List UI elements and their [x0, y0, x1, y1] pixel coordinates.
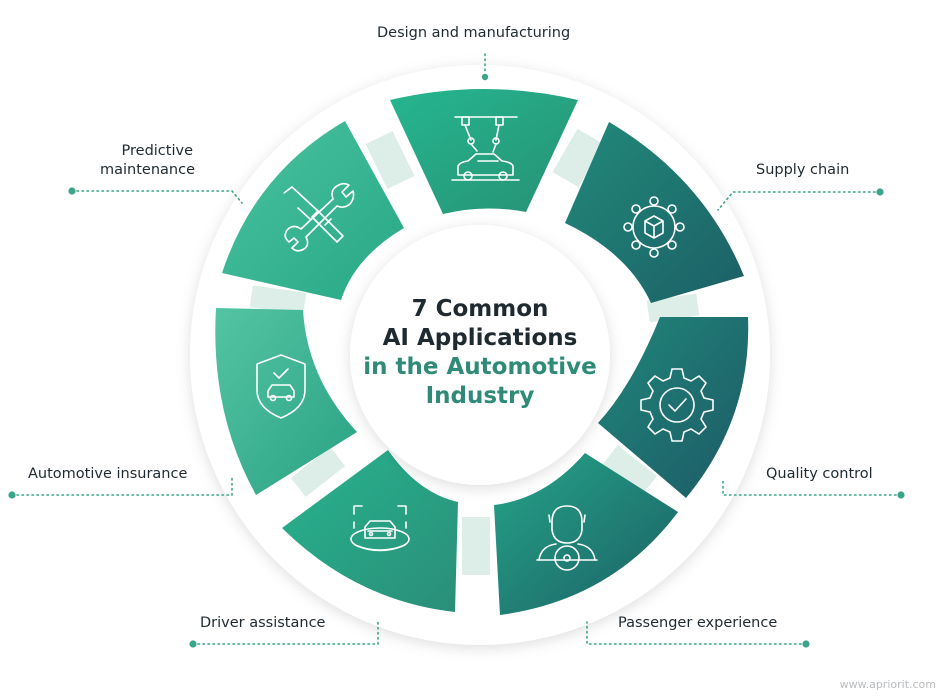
label-predictive-line2: maintenance — [100, 162, 195, 178]
segment-design-manufacturing — [390, 89, 578, 214]
label-supply-chain: Supply chain — [756, 162, 850, 178]
segment-automotive-insurance — [215, 308, 357, 495]
network-box-icon — [623, 196, 685, 258]
segment-supply-chain — [565, 122, 744, 303]
gear-check-icon — [640, 368, 714, 442]
center-circle — [350, 225, 610, 485]
wrench-screwdriver-icon — [283, 182, 355, 252]
segment-passenger-experience — [494, 453, 678, 615]
shield-car-icon — [256, 354, 306, 419]
watermark: www.apriorit.com — [839, 678, 936, 691]
driver-steering-wheel-icon — [536, 505, 598, 571]
title-line-3: in the Automotive — [363, 354, 597, 380]
title-line-4: Industry — [425, 383, 535, 409]
leader-lines — [11, 53, 902, 645]
car-scan-icon — [350, 505, 410, 552]
segment-quality-control — [598, 317, 749, 498]
title-line-2: AI Applications — [382, 325, 578, 351]
label-design-manufacturing: Design and manufacturing — [377, 25, 571, 41]
label-predictive-line1: Predictive — [121, 143, 193, 159]
label-quality-control: Quality control — [766, 466, 873, 482]
label-predictive-maintenance: Predictive maintenance — [94, 142, 195, 180]
label-passenger-experience: Passenger experience — [618, 615, 778, 631]
connectors — [249, 128, 700, 575]
label-driver-assistance: Driver assistance — [200, 615, 326, 631]
leader-dots — [8, 73, 905, 648]
title-line-1: 7 Common — [411, 296, 549, 322]
label-automotive-insurance: Automotive insurance — [28, 466, 188, 482]
segment-predictive-maintenance — [222, 121, 404, 300]
robotic-arm-car-icon — [451, 116, 520, 181]
